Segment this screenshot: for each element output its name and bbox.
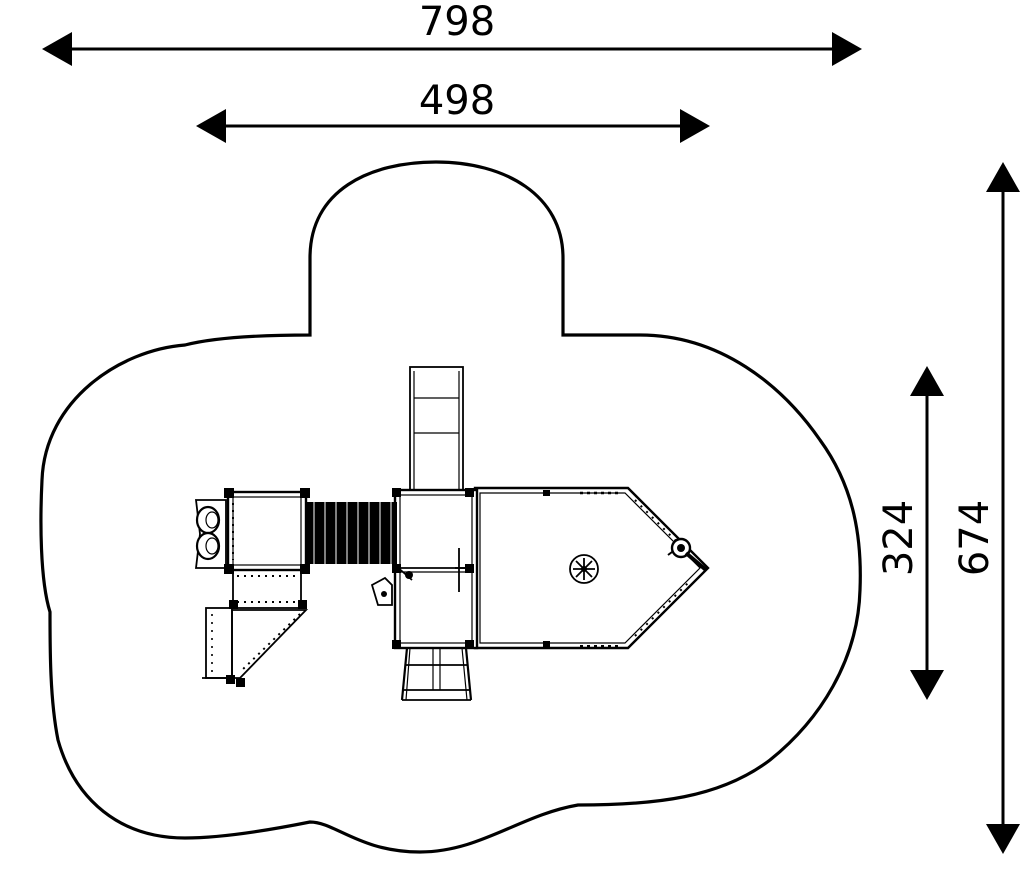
arrowhead-down: [986, 824, 1020, 854]
crawl-tube: [303, 502, 397, 564]
arrowhead-up: [986, 162, 1020, 192]
ship-platform: [473, 486, 710, 650]
climbing-panel: [229, 569, 307, 609]
arrowhead-left: [196, 109, 226, 143]
binoculars-icon: [195, 505, 221, 561]
structure-width-label: 498: [419, 78, 495, 124]
arrowhead-down: [910, 670, 944, 700]
dimension-overall-depth: 674: [952, 162, 1020, 854]
telescope-icon: [667, 537, 708, 572]
dimension-structure-depth: 324: [876, 366, 944, 700]
structure-depth-label: 324: [876, 500, 922, 576]
arrowhead-left: [42, 32, 72, 66]
overall-width-label: 798: [419, 0, 495, 45]
safety-area-outline: [39, 160, 862, 854]
left-tower: [224, 488, 310, 574]
arrowhead-up: [910, 366, 944, 396]
dimension-overall-width: 798: [42, 0, 862, 66]
central-tower: [370, 488, 479, 650]
overall-depth-label: 674: [952, 500, 998, 576]
arrowhead-right: [832, 32, 862, 66]
slide: [402, 366, 472, 502]
arrowhead-right: [680, 109, 710, 143]
ladder: [400, 647, 473, 701]
binocular-panel: [194, 499, 227, 569]
dimension-structure-width: 498: [196, 78, 710, 143]
steering-wheel-icon: [569, 554, 599, 584]
climbing-ramp: [202, 607, 309, 687]
play-structure: [194, 366, 710, 701]
